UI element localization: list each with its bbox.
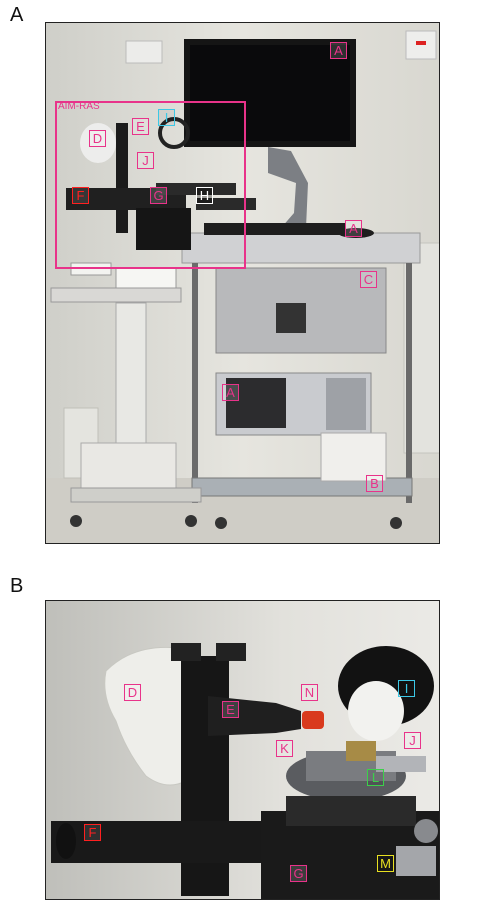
aim-ras-region-box [55, 101, 246, 269]
panel-b-photo [45, 600, 440, 900]
tag-a-mouse: A [345, 220, 362, 237]
tag-b-m: M [377, 855, 394, 872]
tag-a-j: J [137, 152, 154, 169]
tag-a-b: B [366, 475, 383, 492]
tag-b-j: J [404, 732, 421, 749]
tag-a-g: G [150, 187, 167, 204]
tag-a-f: F [72, 187, 89, 204]
tag-b-d: D [124, 684, 141, 701]
tag-a-e: E [132, 118, 149, 135]
panel-b-letter: B [10, 575, 24, 597]
tag-b-i: I [398, 680, 415, 697]
tag-b-f: F [84, 824, 101, 841]
tag-b-k: K [276, 740, 293, 757]
tag-a-monitor: A [330, 42, 347, 59]
tag-b-l: L [367, 769, 384, 786]
tag-b-n: N [301, 684, 318, 701]
tag-a-d: D [89, 130, 106, 147]
panel-b-illustration [46, 601, 439, 899]
panel-a-illustration [46, 23, 439, 543]
tag-a-pc: A [222, 384, 239, 401]
panel-a-photo [45, 22, 440, 544]
tag-b-g: G [290, 865, 307, 882]
aim-ras-label: AIM-RAS [58, 101, 100, 112]
tag-a-i: I [158, 109, 175, 126]
panel-a-letter: A [10, 4, 24, 26]
tag-b-e: E [222, 701, 239, 718]
tag-a-h: H [196, 187, 213, 204]
tag-a-c: C [360, 271, 377, 288]
